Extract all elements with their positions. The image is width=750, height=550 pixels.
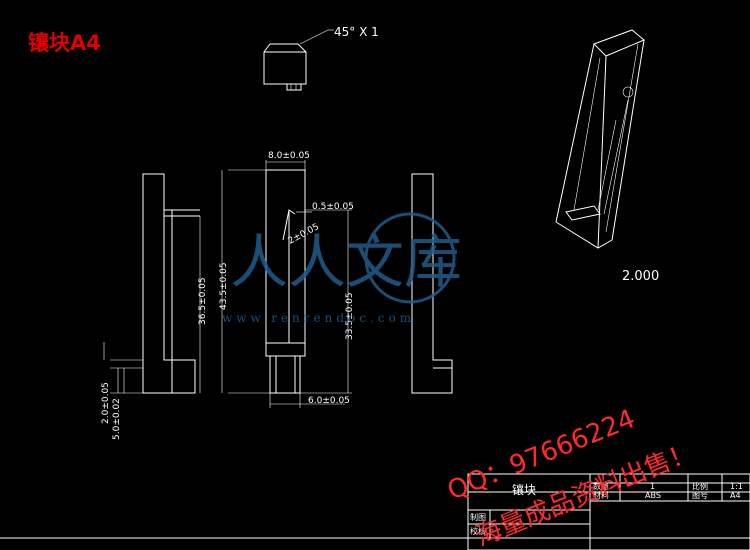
tb-quantity-value: 1 — [650, 482, 655, 491]
watermark-url: www.renrendoc.com — [222, 311, 415, 325]
dim-left-a: 2.0±0.05 — [101, 382, 111, 424]
right-side-view — [411, 173, 453, 394]
dim-left-b: 5.0±0.02 — [112, 398, 122, 440]
tb-material-value: ABS — [645, 491, 661, 500]
tb-scale-label: 比例 — [692, 481, 708, 491]
dim-height-total: 43.5±0.05 — [219, 262, 229, 310]
drawing-title: 镶块A4 — [28, 31, 101, 55]
left-side-view — [103, 173, 201, 394]
dim-top-width: 8.0±0.05 — [268, 151, 310, 161]
dim-slot-width: 0.5±0.05 — [312, 202, 354, 212]
watermark-logo: 人人文库 — [230, 228, 462, 296]
isometric-view — [555, 29, 645, 249]
top-view — [263, 29, 334, 91]
tb-drawn-label: 制图 — [470, 512, 486, 522]
front-view — [221, 160, 352, 408]
title-block — [0, 473, 750, 550]
dim-bottom-width: 6.0±0.05 — [308, 396, 350, 406]
dim-height-mid: 33.5±0.05 — [345, 292, 355, 340]
iso-scale-label: 2.000 — [622, 269, 659, 284]
promo-overlay: QQ：97666224 海量成品资料出售！ — [443, 404, 699, 550]
tb-part-name: 镶块 — [512, 482, 536, 497]
tb-drawing-no-value: A4 — [730, 491, 741, 500]
watermark: 人人文库 www.renrendoc.com — [222, 212, 462, 325]
tb-scale-value: 1:1 — [730, 482, 743, 491]
tb-quantity-label: 数量 — [593, 481, 609, 491]
tb-drawing-no-label: 图号 — [692, 491, 708, 500]
dim-height-left: 36.5±0.05 — [198, 277, 208, 325]
chamfer-note: 45° X 1 — [334, 25, 379, 39]
tb-checked-label: 校核 — [470, 526, 486, 536]
tb-material-label: 材料 — [593, 490, 609, 500]
